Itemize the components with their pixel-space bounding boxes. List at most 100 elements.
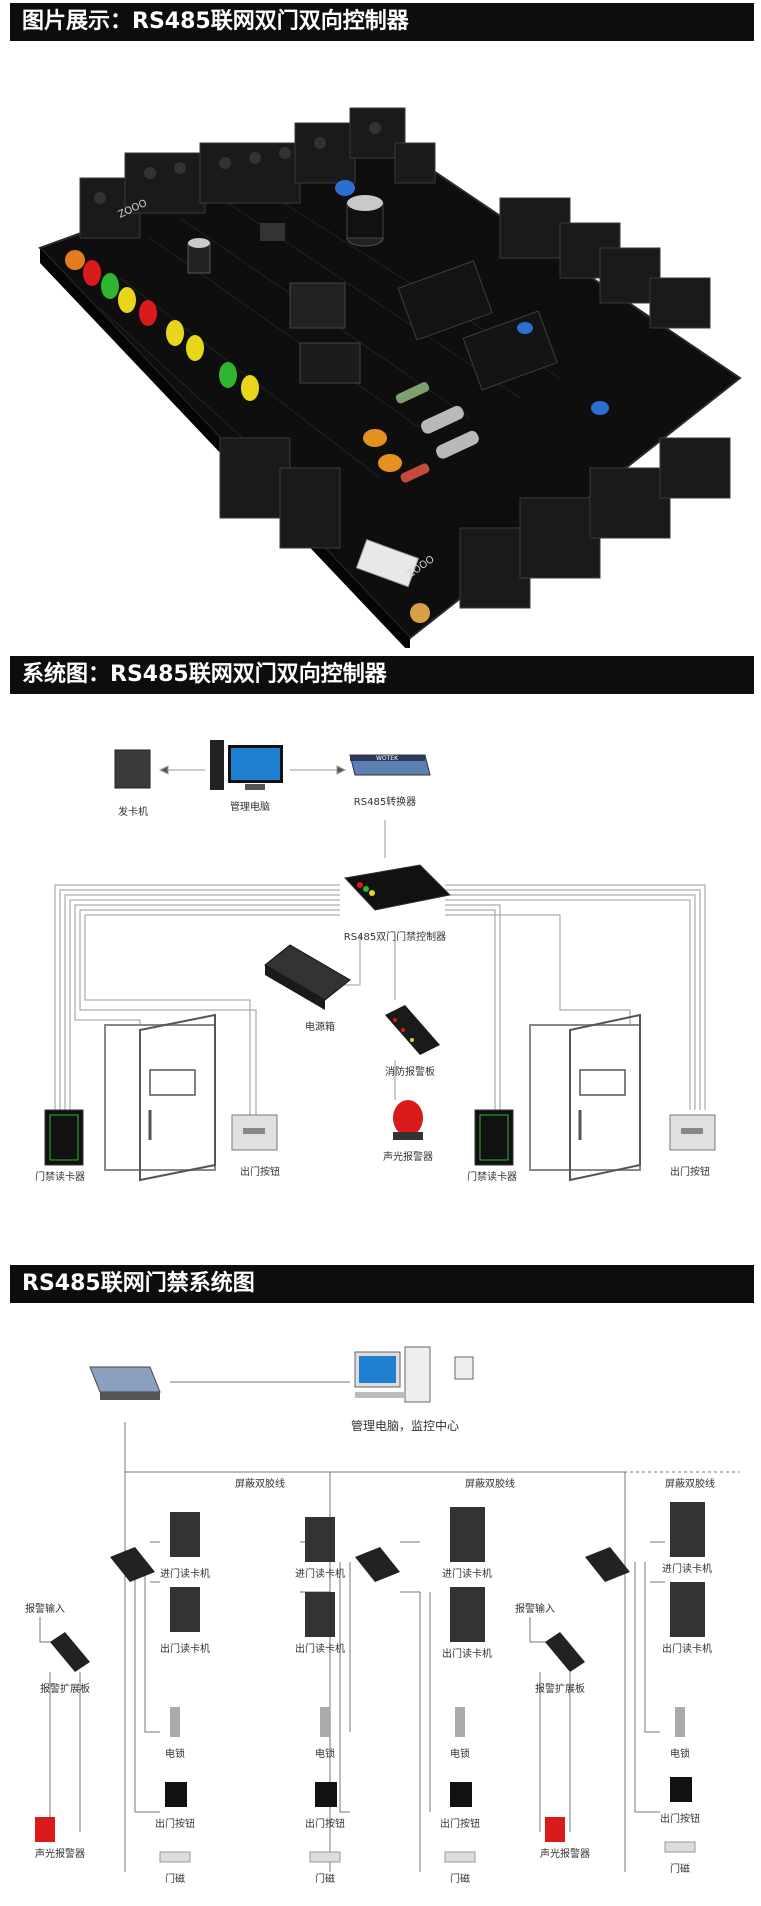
controller-label: RS485双门门禁控制器 [344,930,446,943]
controller-1-icon [110,1547,155,1582]
siren-3-icon [545,1817,565,1842]
monitor-center-icon [354,1346,474,1403]
pc-icon [210,740,283,790]
terminal-block-bottom [219,437,731,609]
in-reader-2a-icon [305,1517,335,1562]
mcu-chip [289,282,346,329]
in-reader-3-icon [670,1502,705,1557]
door-right [529,1013,641,1182]
mag-2b-icon [444,1851,476,1863]
exit-3-icon [670,1777,692,1802]
controller-icon [344,864,452,911]
capacitor [187,180,384,274]
exit-1-label: 出门按钮 [155,1817,195,1830]
lock-2b-icon [455,1707,465,1737]
exit-2a-label: 出门按钮 [305,1817,345,1830]
exit-button-right-icon [669,1114,716,1151]
in-reader-2a-label: 进门读卡机 [295,1567,345,1580]
out-reader-1-icon [170,1587,200,1632]
cable-label: 屏蔽双胶线 [665,1477,715,1490]
in-reader-2b-label: 进门读卡机 [442,1567,492,1580]
lock-2b-label: 电锁 [450,1747,470,1760]
lock-2a-icon [320,1707,330,1737]
mag-2b-label: 门磁 [450,1872,470,1885]
reader-left-label: 门禁读卡器 [35,1170,85,1183]
ext-board-1-icon [50,1632,90,1672]
lock-2a-label: 电锁 [315,1747,335,1760]
exit-button-left-icon [231,1114,278,1151]
exit-button-left-label: 出门按钮 [240,1165,280,1178]
alarm-icon [393,1100,423,1140]
out-reader-2a-label: 出门读卡机 [295,1642,345,1655]
mounting-hole [410,603,430,623]
siren-1-label: 声光报警器 [35,1847,85,1860]
in-reader-1-label: 进门读卡机 [160,1567,210,1580]
exit-2a-icon [315,1782,337,1807]
chip [299,342,361,384]
fire-board-icon [385,1005,440,1055]
reader-left-icon [44,1109,84,1166]
lock-1-label: 电锁 [165,1747,185,1760]
mag-2a-label: 门磁 [315,1872,335,1885]
relay [397,260,493,341]
mag-3-label: 门磁 [670,1862,690,1875]
in-reader-3-label: 进门读卡机 [662,1562,712,1575]
mag-1-label: 门磁 [165,1872,185,1885]
controller-board-photo: ZOOO ZOOO [0,48,761,653]
card-issuer-label: 发卡机 [118,805,148,818]
siren-3-label: 声光报警器 [540,1847,590,1860]
section-title: RS485联网门禁系统图 [22,1271,255,1296]
resistors [363,322,609,483]
out-reader-2a-icon [305,1592,335,1637]
alarm-input-label: 报警输入 [25,1602,65,1615]
ext-board-3-label: 报警扩展板 [535,1682,585,1695]
network-converter-icon [89,1366,161,1400]
out-reader-1-label: 出门读卡机 [160,1642,210,1655]
pc-label: 管理电脑 [230,800,270,813]
system-diagram: 发卡机 管理电脑 WOTEK RS485转换器 RS485双门门禁控制器 电源箱… [0,700,761,1230]
out-reader-2b-icon [450,1587,485,1642]
mag-2a-icon [309,1851,341,1863]
ext-board-3-icon [545,1632,585,1672]
relay [462,310,558,391]
in-reader-1-icon [170,1512,200,1557]
power-box-icon [264,944,351,1010]
out-reader-2b-label: 出门读卡机 [442,1647,492,1660]
section-header-network: RS485联网门禁系统图 [10,1265,754,1303]
network-diagram: 管理电脑，监控中心 屏蔽双胶线 屏蔽双胶线 屏蔽双胶线 报警输入 进门读卡机 出… [0,1312,761,1902]
cable-label: 屏蔽双胶线 [465,1477,515,1490]
exit-2b-icon [450,1782,472,1807]
exit-3-label: 出门按钮 [660,1812,700,1825]
section-header-photo: 图片展示：RS485联网双门双向控制器 [10,3,754,41]
section-title: 系统图：RS485联网双门双向控制器 [22,662,387,687]
mag-3-icon [664,1841,696,1853]
reader-right-icon [474,1109,514,1166]
lock-3-label: 电锁 [670,1747,690,1760]
terminal-block-top [79,107,436,239]
door-left [104,1013,216,1182]
led-array [65,250,259,401]
siren-1-icon [35,1817,55,1842]
controller-2-icon [355,1547,400,1582]
converter-tag: WOTEK [376,755,399,762]
exit-2b-label: 出门按钮 [440,1817,480,1830]
exit-button-right-label: 出门按钮 [670,1165,710,1178]
reader-right-label: 门禁读卡器 [467,1170,517,1183]
alarm-input-label: 报警输入 [515,1602,555,1615]
exit-1-icon [165,1782,187,1807]
controller-3-icon [585,1547,630,1582]
lock-3-icon [675,1707,685,1737]
converter-label: RS485转换器 [354,795,416,808]
terminal-block-right [499,197,711,329]
card-issuer-icon [114,749,151,789]
center-label: 管理电脑，监控中心 [351,1418,459,1433]
out-reader-3-label: 出门读卡机 [662,1642,712,1655]
section-header-system: 系统图：RS485联网双门双向控制器 [10,656,754,694]
white-connector [355,539,420,588]
mag-1-icon [159,1851,191,1863]
power-box-label: 电源箱 [305,1020,335,1033]
ext-board-1-label: 报警扩展板 [40,1682,90,1695]
in-reader-2b-icon [450,1507,485,1562]
cable-label: 屏蔽双胶线 [235,1477,285,1490]
lock-1-icon [170,1707,180,1737]
